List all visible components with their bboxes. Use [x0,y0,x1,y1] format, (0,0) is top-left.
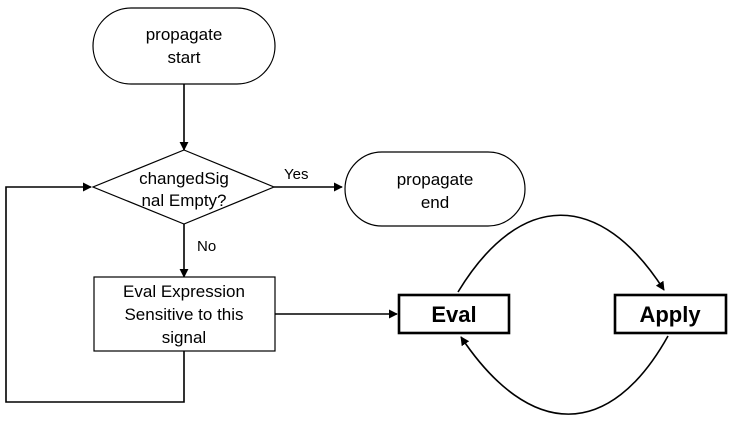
edge-label-no: No [197,238,216,255]
edge-eval-to-apply [457,214,665,293]
apply-node-label: Apply [639,302,701,327]
process-node: Eval Expression Sensitive to this signal [93,276,276,352]
decision-node-label-line2: nal Empty? [141,191,226,210]
process-node-label-line1: Eval Expression [123,282,245,301]
eval-node-label: Eval [431,302,476,327]
eval-node: Eval [397,293,511,335]
end-node-label-line2: end [421,193,449,212]
start-node: propagate start [92,7,276,85]
edge-label-yes: Yes [284,166,308,183]
apply-node: Apply [613,293,728,335]
edges [5,84,669,415]
edge-apply-to-eval [460,335,669,415]
decision-node-label-line1: changedSig [139,169,229,188]
start-node-label-line2: start [167,48,200,67]
end-node-label-line1: propagate [397,170,474,189]
end-node: propagate end [344,151,526,227]
start-node-label-line1: propagate [146,25,223,44]
edge-loop-back-to-decision [5,182,185,403]
decision-node: changedSig nal Empty? [91,149,276,225]
process-node-label-line2: Sensitive to this [124,305,243,324]
process-node-label-line3: signal [162,328,206,347]
